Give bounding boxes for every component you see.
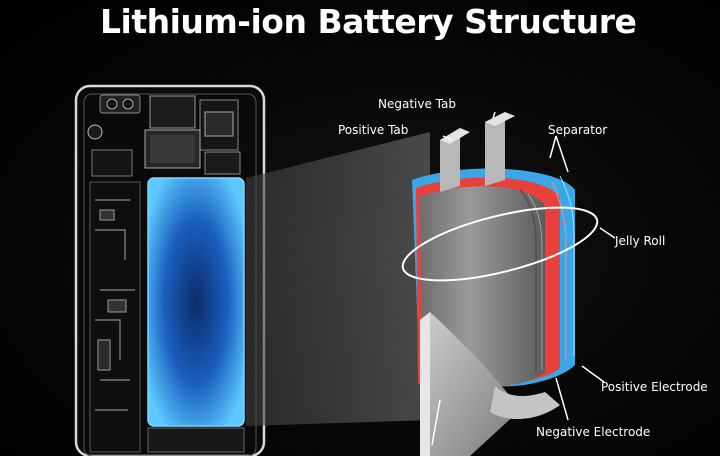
negative-tab xyxy=(485,112,505,186)
slide-title: Lithium-ion Battery Structure xyxy=(100,2,637,41)
jelly-roll xyxy=(401,112,599,456)
phone-illustration xyxy=(74,84,266,456)
separator-label: Separator xyxy=(548,123,608,137)
leader-lines xyxy=(431,111,616,446)
positive-electrode-label: Positive Electrode xyxy=(601,380,708,394)
jelly-roll-marker xyxy=(401,206,599,282)
negative-tab-label: Negative Tab xyxy=(378,97,456,111)
positive-tab xyxy=(440,128,460,192)
positive-tab-label: Positive Tab xyxy=(338,123,409,137)
negative-electrode-label: Negative Electrode xyxy=(536,425,651,439)
battery-cell xyxy=(148,178,244,426)
jelly-roll-label: Jelly Roll xyxy=(615,234,666,248)
